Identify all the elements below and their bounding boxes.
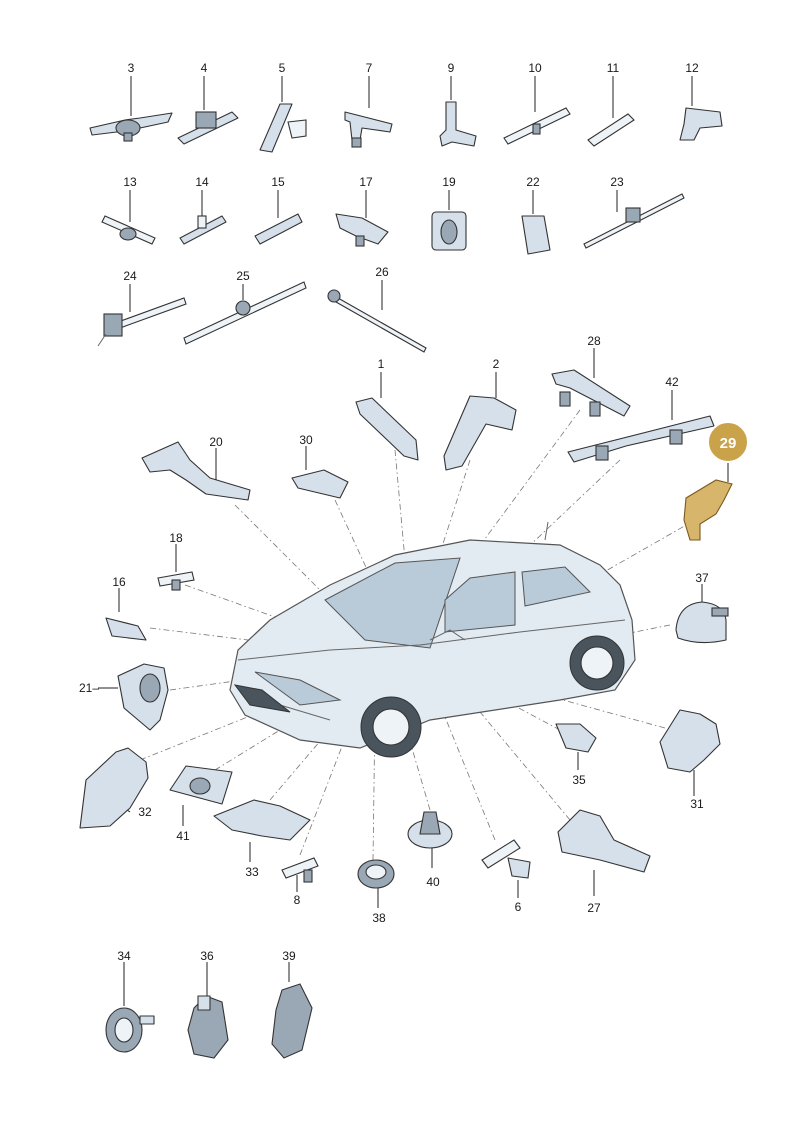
- part-12: 12: [679, 61, 723, 141]
- part-1: 1: [355, 357, 419, 461]
- part-number-16: 16: [112, 575, 126, 589]
- part-23: 23: [583, 175, 685, 249]
- part-number-26: 26: [375, 265, 389, 279]
- part-number-37: 37: [695, 571, 709, 585]
- part-26: 26: [327, 265, 427, 353]
- part-number-13: 13: [123, 175, 137, 189]
- part-31: 31: [659, 709, 721, 811]
- part-6: 6: [481, 839, 531, 914]
- part-number-20: 20: [209, 435, 223, 449]
- part-22: 22: [521, 175, 551, 255]
- part-number-28: 28: [587, 334, 601, 348]
- part-number-25: 25: [236, 269, 250, 283]
- part-11: 11: [587, 61, 635, 147]
- part-28: 28: [551, 334, 631, 417]
- part-39: 39: [271, 949, 313, 1059]
- part-41: 41: [169, 765, 233, 843]
- part-number-41: 41: [176, 829, 190, 843]
- highlight-badge: [707, 421, 749, 463]
- part-20: 20: [141, 435, 251, 501]
- part-36: 36: [187, 949, 229, 1059]
- part-number-32: 32: [138, 805, 152, 819]
- part-number-7: 7: [366, 61, 373, 75]
- part-number-8: 8: [294, 893, 301, 907]
- part-number-14: 14: [195, 175, 209, 189]
- part-number-10: 10: [528, 61, 542, 75]
- part-8: 8: [281, 857, 319, 907]
- part-number-36: 36: [200, 949, 214, 963]
- part-number-18: 18: [169, 531, 183, 545]
- part-3: 3: [89, 61, 173, 142]
- part-19: 19: [431, 175, 467, 251]
- part-30: 30: [291, 433, 349, 499]
- part-number-12: 12: [685, 61, 699, 75]
- part-number-38: 38: [372, 911, 386, 925]
- part-number-27: 27: [587, 901, 601, 915]
- part-number-31: 31: [690, 797, 704, 811]
- part-number-33: 33: [245, 865, 259, 879]
- part-number-2: 2: [493, 357, 500, 371]
- part-33: 33: [213, 799, 311, 879]
- part-35: 35: [555, 723, 597, 787]
- part-42: 42: [567, 375, 715, 463]
- part-number-3: 3: [128, 61, 135, 75]
- part-32: 32: [79, 747, 152, 829]
- part-number-11: 11: [607, 61, 620, 75]
- part-13: 13: [101, 175, 156, 245]
- part-number-24: 24: [123, 269, 137, 283]
- highlight-badge-number: 29: [720, 435, 737, 452]
- part-number-19: 19: [442, 175, 456, 189]
- part-5: 5: [259, 61, 307, 153]
- part-27: 27: [557, 809, 651, 915]
- part-15: 15: [254, 175, 303, 245]
- part-16: 16: [105, 575, 147, 641]
- part-number-35: 35: [572, 773, 586, 787]
- part-number-9: 9: [448, 61, 455, 75]
- part-2: 2: [443, 357, 517, 471]
- part-25: 25: [183, 269, 307, 345]
- part-4: 4: [177, 61, 239, 145]
- part-18: 18: [157, 531, 195, 591]
- part-37: 37: [675, 571, 729, 644]
- part-34: 34: [105, 949, 155, 1053]
- part-number-42: 42: [665, 375, 679, 389]
- part-21: 21–: [79, 663, 169, 731]
- part-number-4: 4: [201, 61, 208, 75]
- car-illustration: [229, 521, 636, 758]
- part-29-highlighted[interactable]: 29: [683, 421, 749, 541]
- part-9: 9: [439, 61, 477, 147]
- part-7: 7: [344, 61, 393, 148]
- part-number-39: 39: [282, 949, 296, 963]
- part-17: 17: [335, 175, 389, 247]
- part-14: 14: [179, 175, 227, 245]
- part-number-23: 23: [610, 175, 624, 189]
- part-number-34: 34: [117, 949, 131, 963]
- part-number-1: 1: [378, 357, 385, 371]
- part-number-5: 5: [279, 61, 286, 75]
- part-number-40: 40: [426, 875, 440, 889]
- part-number-21: 21–: [79, 681, 99, 695]
- part-number-15: 15: [271, 175, 285, 189]
- part-number-30: 30: [299, 433, 313, 447]
- part-number-17: 17: [359, 175, 373, 189]
- part-10: 10: [503, 61, 571, 145]
- part-40: 40: [407, 811, 453, 889]
- part-number-6: 6: [515, 900, 522, 914]
- part-number-22: 22: [526, 175, 540, 189]
- part-38: 38: [357, 859, 395, 925]
- part-24: 24: [97, 269, 187, 347]
